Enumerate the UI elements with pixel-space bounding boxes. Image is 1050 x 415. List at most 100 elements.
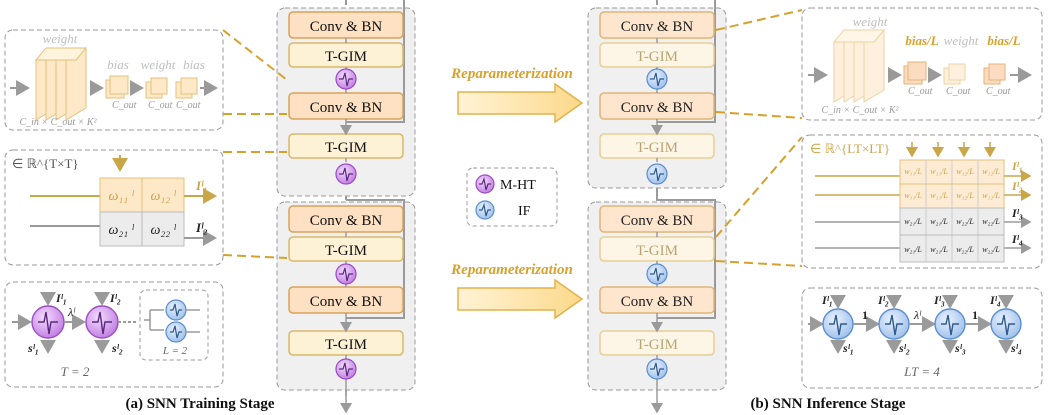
svg-text:w₂₂/L: w₂₂/L xyxy=(956,217,974,226)
conv-bn-label-4: Conv & BN xyxy=(310,294,383,310)
mht-neuron-icon xyxy=(335,263,357,285)
inf-out-2: Iˡ₂ xyxy=(1011,179,1023,193)
matrix-w21: ω₂₁ ˡ xyxy=(108,223,134,238)
if-neuron-icon xyxy=(646,358,668,380)
conv-bn-label-8: Conv & BN xyxy=(621,294,694,310)
svg-text:w₂₂/L: w₂₂/L xyxy=(982,245,1000,254)
svg-text:w₂₂/L: w₂₂/L xyxy=(982,217,1000,226)
conv-bn-label-6: Conv & BN xyxy=(621,100,694,116)
legend: M-HT IF xyxy=(466,167,558,227)
dim-out-label-3: C_out xyxy=(176,100,201,111)
bias-label: bias xyxy=(107,57,129,72)
tgim-label-6: T-GIM xyxy=(636,140,678,156)
conv-bn-label-5: Conv & BN xyxy=(621,19,694,35)
if-neuron-icon xyxy=(646,263,668,285)
inf-dim-out-2: C_out xyxy=(946,86,971,97)
dim-out-label-2: C_out xyxy=(148,100,173,111)
svg-text:w₁₁/L: w₁₁/L xyxy=(930,191,948,200)
svg-text:w₁₂/L: w₁₂/L xyxy=(956,191,974,200)
weight-label: weight xyxy=(43,31,78,46)
inf-spike-1: sˡ₁ xyxy=(842,341,854,355)
svg-text:w₂₂/L: w₂₂/L xyxy=(956,245,974,254)
conv-bn-label-7: Conv & BN xyxy=(621,213,694,229)
reparam-label-bottom: Reparameterization xyxy=(450,262,573,278)
tgim-label-4: T-GIM xyxy=(325,337,367,353)
mht-neuron-icon xyxy=(335,358,357,380)
inf-bias-label: bias/L xyxy=(905,33,938,48)
dim-out-label-1: C_out xyxy=(112,100,137,111)
inf-out-4: Iˡ₄ xyxy=(1011,232,1023,246)
space-label-train: ∈ ℝ^{T×T} xyxy=(12,156,79,171)
spike-s1: sˡ₁ xyxy=(27,341,39,355)
tgim-label-2: T-GIM xyxy=(325,140,367,156)
inf-weight-label: weight xyxy=(853,14,888,29)
dim-in-label: C_in × C_out × K² xyxy=(19,117,97,128)
inference-weight-panel: weight C_in × C_out × K² bias/L C_out we… xyxy=(801,7,1043,121)
matrix-w12: ω₁₂ ˡ xyxy=(150,189,176,204)
matrix-out1: Iˡ₁ xyxy=(195,178,208,193)
inf-dim-out-3: C_out xyxy=(986,86,1011,97)
caption-training: (a) SNN Training Stage xyxy=(125,396,274,412)
if-neuron-icon xyxy=(646,68,668,90)
inf-neuron-in-4: Iˡ₄ xyxy=(989,293,1001,307)
conv-bn-label-2: Conv & BN xyxy=(310,100,383,116)
if-neuron-icon xyxy=(165,299,187,321)
matrix-w11: ω₁₁ ˡ xyxy=(108,189,134,204)
inference-matrix-panel: ∈ ℝ^{LT×LT} w₁₁/L w₁₁/L w₁₂/L w₁₂/L w₁₁/… xyxy=(801,134,1043,269)
training-network: Conv & BN T-GIM Conv & BN T-GIM Conv & B… xyxy=(276,0,416,414)
tgim-label-1: T-GIM xyxy=(325,49,367,65)
if-neuron-icon xyxy=(165,321,187,343)
inf-dim-out-1: C_out xyxy=(908,86,933,97)
conv-bn-label-1: Conv & BN xyxy=(310,19,383,35)
mht-neuron-icon xyxy=(335,68,357,90)
caption-inference: (b) SNN Inference Stage xyxy=(750,396,905,412)
if-neuron-icon xyxy=(990,308,1022,340)
conv-bn-label-3: Conv & BN xyxy=(310,213,383,229)
legend-label-if: IF xyxy=(518,204,531,219)
inf-spike-2: sˡ₂ xyxy=(898,341,910,355)
lt-eq-label: LT = 4 xyxy=(903,364,940,379)
bias2-label: bias xyxy=(183,57,205,72)
mht-neuron-icon xyxy=(335,163,357,185)
neuron-in1: Iˡ₁ xyxy=(55,291,67,305)
inf-between-1: 1 xyxy=(862,308,868,322)
svg-text:w₂₁/L: w₂₁/L xyxy=(930,217,948,226)
tgim-label-8: T-GIM xyxy=(636,337,678,353)
weight2-label: weight xyxy=(141,57,176,72)
svg-text:w₁₂/L: w₁₂/L xyxy=(956,167,974,176)
inference-network: Conv & BN T-GIM Conv & BN T-GIM Conv & B… xyxy=(587,0,727,414)
if-neuron-icon xyxy=(934,308,966,340)
matrix-w22: ω₂₂ ˡ xyxy=(150,223,176,238)
tgim-label-7: T-GIM xyxy=(636,243,678,259)
svg-text:w₁₁/L: w₁₁/L xyxy=(904,167,922,176)
reparam-label-top: Reparameterization xyxy=(450,66,573,82)
svg-text:w₂₁/L: w₂₁/L xyxy=(930,245,948,254)
inf-between-3: 1 xyxy=(972,308,978,322)
if-neuron-icon xyxy=(822,308,854,340)
space-label-inf: ∈ ℝ^{LT×LT} xyxy=(810,141,890,156)
inf-spike-4: sˡ₄ xyxy=(1010,341,1022,355)
legend-label-mht: M-HT xyxy=(500,178,536,193)
inf-neuron-in-1: Iˡ₁ xyxy=(821,293,833,307)
mht-legend-icon xyxy=(475,174,495,194)
training-neuron-panel: Iˡ₁ Iˡ₂ λˡ sˡ₁ sˡ₂ T = 2 L = 2 xyxy=(4,281,224,388)
svg-text:w₂₁/L: w₂₁/L xyxy=(904,245,922,254)
mht-neuron-icon xyxy=(31,305,65,339)
svg-text:w₁₁/L: w₁₁/L xyxy=(904,191,922,200)
neuron-in2: Iˡ₂ xyxy=(109,291,121,305)
if-legend-icon xyxy=(475,200,495,220)
reparam-arrow-bottom: Reparameterization xyxy=(450,262,584,320)
l-eq-label: L = 2 xyxy=(162,345,188,357)
mht-neuron-icon xyxy=(85,305,119,339)
inf-between-2: λˡ xyxy=(913,308,922,322)
reparam-arrow-top: Reparameterization xyxy=(450,66,584,124)
inf-spike-3: sˡ₃ xyxy=(954,341,966,355)
svg-text:w₁₂/L: w₁₂/L xyxy=(982,191,1000,200)
training-matrix-panel: ∈ ℝ^{T×T} ω₁₁ ˡ ω₁₂ ˡ ω₂₁ ˡ ω₂₂ ˡ Iˡ₁ Iˡ… xyxy=(4,149,224,266)
spike-s2: sˡ₂ xyxy=(111,341,123,355)
if-neuron-icon xyxy=(878,308,910,340)
svg-text:w₁₁/L: w₁₁/L xyxy=(930,167,948,176)
tgim-label-3: T-GIM xyxy=(325,243,367,259)
inf-dim-in-label: C_in × C_out × K² xyxy=(821,105,899,116)
